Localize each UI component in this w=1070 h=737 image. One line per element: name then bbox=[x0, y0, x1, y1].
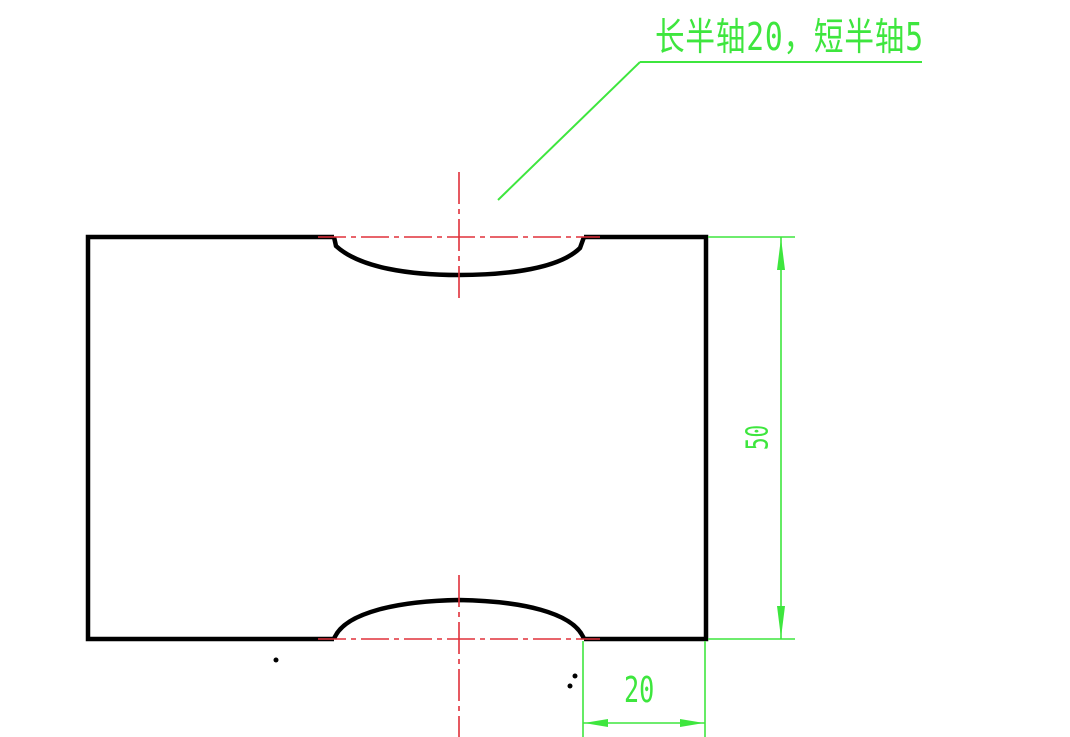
height-dimension bbox=[708, 236, 795, 640]
part-outline bbox=[85, 234, 709, 642]
width-dimension-text: 20 bbox=[624, 670, 655, 711]
annotation-leader bbox=[497, 61, 922, 201]
ellipse-annotation-text: 长半轴20，短半轴5 bbox=[655, 15, 924, 59]
outline-left-top bbox=[85, 234, 334, 642]
centerlines bbox=[318, 172, 600, 737]
arrow-up-icon bbox=[777, 238, 785, 270]
outline-right bbox=[584, 234, 709, 642]
height-dimension-text: 50 bbox=[740, 424, 776, 451]
arrow-right-icon bbox=[680, 719, 704, 727]
arrow-down-icon bbox=[777, 606, 785, 638]
width-dimension bbox=[582, 641, 706, 737]
stray-dots bbox=[273, 657, 578, 689]
arrow-left-icon bbox=[584, 719, 608, 727]
